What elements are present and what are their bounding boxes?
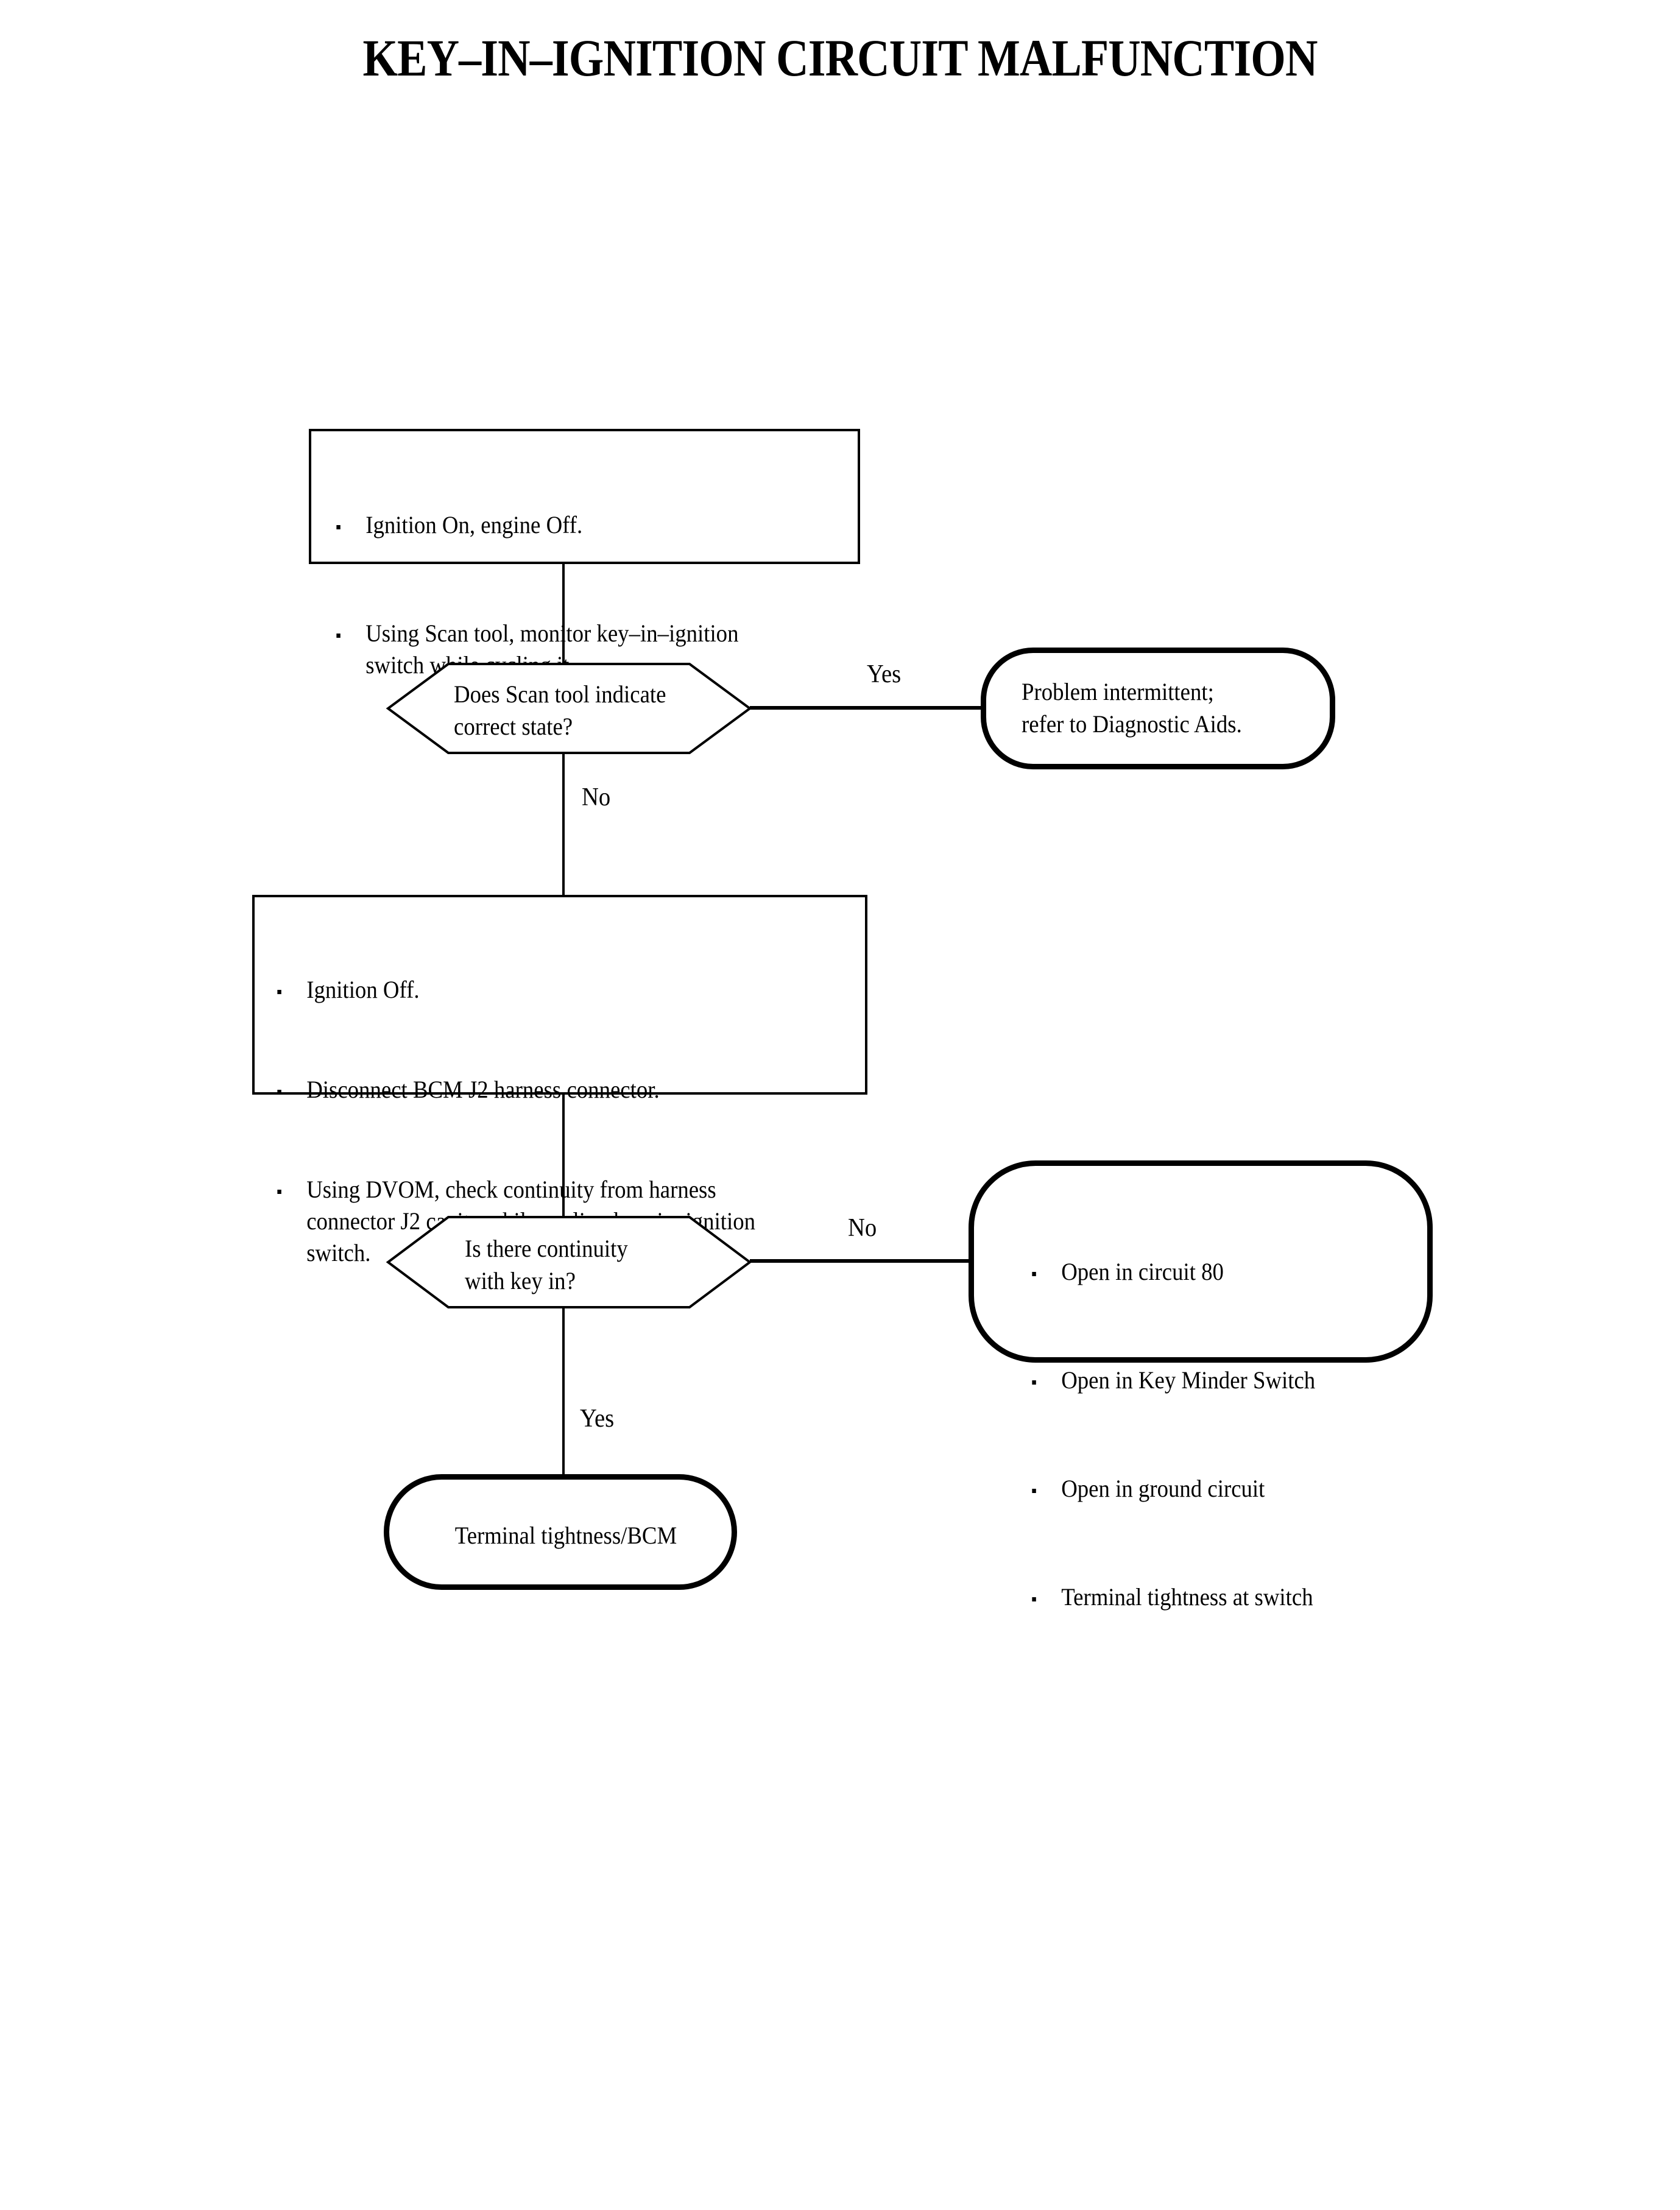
- list-item: Disconnect BCM J2 harness connector.: [273, 1074, 814, 1106]
- terminator-terminal-tightness-bcm: Terminal tightness/BCM: [384, 1474, 737, 1590]
- connector-step2-to-decision2: [562, 1093, 565, 1218]
- process-box-step2: Ignition Off. Disconnect BCM J2 harness …: [252, 895, 867, 1266]
- list-item: Open in Key Minder Switch: [1028, 1364, 1386, 1396]
- step2-bullet-list: Ignition Off. Disconnect BCM J2 harness …: [273, 911, 814, 1332]
- connector-decision1-to-result1: [750, 706, 983, 710]
- result2-bullet-list: Open in circuit 80 Open in Key Minder Sw…: [1028, 1193, 1386, 1676]
- edge-label-decision1-no: No: [582, 783, 611, 811]
- list-item: Open in ground circuit: [1028, 1473, 1386, 1505]
- terminator-label: Terminal tightness/BCM: [454, 1522, 677, 1549]
- page-title: KEY–IN–IGNITION CIRCUIT MALFUNCTION: [362, 29, 1318, 87]
- edge-label-decision1-yes: Yes: [867, 660, 902, 688]
- list-item: Ignition On, engine Off.: [332, 509, 814, 541]
- connector-decision2-to-result2: [750, 1259, 973, 1263]
- connector-decision2-to-result3: [562, 1307, 565, 1479]
- edge-label-decision2-no: No: [848, 1214, 877, 1242]
- decision-node-continuity-key-in: Is there continuity with key in?: [386, 1216, 752, 1308]
- decision-label: Does Scan tool indicate correct state?: [454, 680, 666, 740]
- list-item: Ignition Off.: [273, 974, 814, 1006]
- process-box-step1: Ignition On, engine Off. Using Scan tool…: [309, 429, 860, 679]
- terminator-problem-intermittent: Problem intermittent; refer to Diagnosti…: [981, 648, 1335, 769]
- hexagon-shape: [386, 663, 752, 754]
- terminator-open-circuit-causes: Open in circuit 80 Open in Key Minder Sw…: [969, 1160, 1433, 1611]
- terminator-label: Problem intermittent; refer to Diagnosti…: [1022, 678, 1242, 738]
- hexagon-shape: [386, 1216, 752, 1308]
- decision-node-scan-tool-state: Does Scan tool indicate correct state?: [386, 663, 752, 754]
- list-item: Terminal tightness at switch: [1028, 1581, 1386, 1613]
- connector-decision1-to-step2: [562, 753, 565, 895]
- list-item: Open in circuit 80: [1028, 1256, 1386, 1288]
- connector-step1-to-decision1: [562, 563, 565, 666]
- decision-label: Is there continuity with key in?: [465, 1235, 628, 1294]
- edge-label-decision2-yes: Yes: [580, 1405, 615, 1433]
